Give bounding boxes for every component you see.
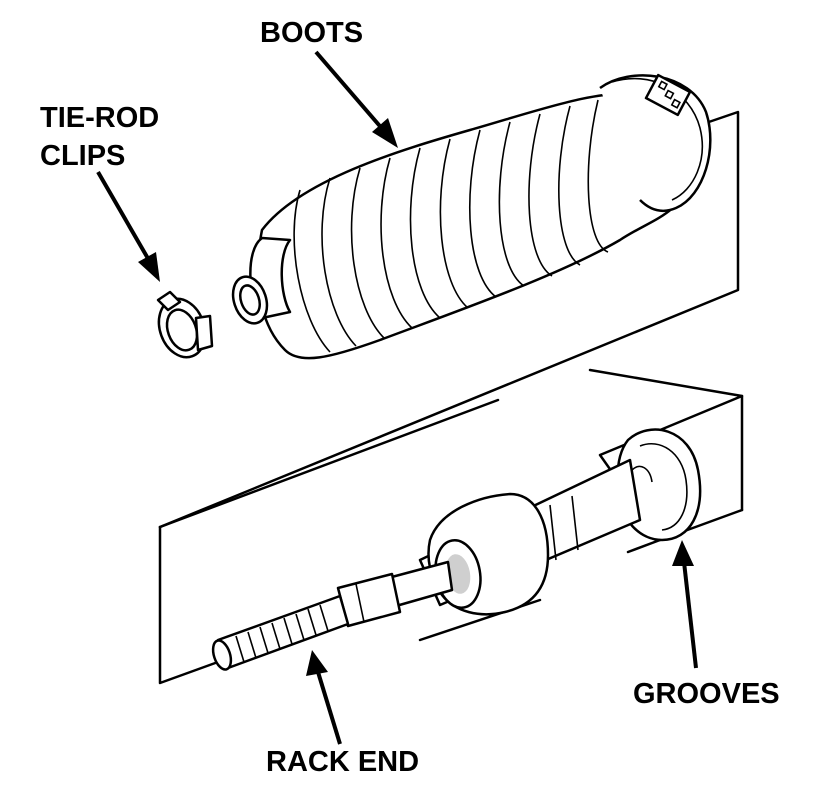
boot bbox=[231, 73, 712, 360]
upper-panel-outline bbox=[158, 110, 740, 529]
boots-label: BOOTS bbox=[260, 17, 363, 49]
grooves-arrow bbox=[672, 540, 698, 669]
tie-rod-clips-label-line1: TIE-ROD bbox=[40, 102, 159, 134]
tie-rod-clips-label-line2: CLIPS bbox=[40, 140, 125, 172]
tie-rod-clip bbox=[156, 290, 214, 359]
rack-assembly bbox=[211, 394, 744, 671]
rack-end-label: RACK END bbox=[266, 746, 419, 778]
grooves-label: GROOVES bbox=[633, 678, 780, 710]
rack-end-threads bbox=[235, 604, 329, 663]
boot-folds bbox=[293, 99, 609, 353]
tie-rod-clips-arrow bbox=[96, 170, 160, 282]
boots-arrow bbox=[314, 50, 398, 148]
rack-end-arrow bbox=[306, 650, 342, 745]
